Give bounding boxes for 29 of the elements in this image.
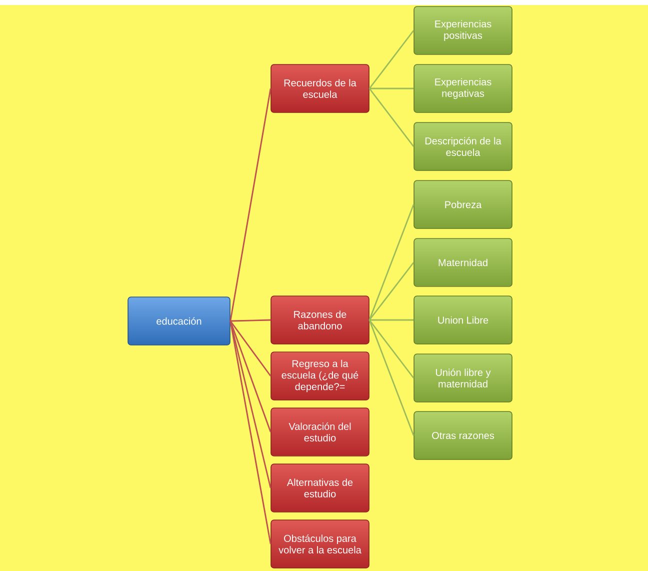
branch-box: Valoración del estudio bbox=[270, 408, 370, 456]
leaf-box: Pobreza bbox=[414, 180, 512, 229]
topic-box: educación bbox=[128, 296, 230, 346]
leaf-box: Maternidad bbox=[414, 238, 512, 287]
leaf-box: Union Libre bbox=[414, 296, 512, 344]
leaf-box: Experiencias negativas bbox=[414, 64, 512, 113]
leaf-box: Unión libre y maternidad bbox=[414, 354, 512, 402]
connector-line bbox=[230, 88, 272, 322]
leaf-box: Descripción de la escuela bbox=[414, 122, 512, 171]
connector-line bbox=[368, 320, 414, 378]
connector-line bbox=[369, 88, 414, 90]
branch-box: Recuerdos de la escuela bbox=[270, 64, 370, 113]
connector-line bbox=[368, 262, 414, 320]
branch-box: Obstáculos para volver a la escuela bbox=[270, 520, 370, 568]
branch-box: Razones de abandono bbox=[270, 296, 370, 344]
branch-box: Alternativas de estudio bbox=[270, 464, 370, 512]
branch-box: Regreso a la escuela (¿de qué depende?= bbox=[270, 352, 370, 400]
connector-line bbox=[230, 320, 272, 376]
connector-line bbox=[368, 30, 414, 89]
connector-line bbox=[369, 319, 414, 321]
connector-line bbox=[368, 204, 414, 320]
connector-line bbox=[368, 320, 414, 436]
connector-line bbox=[230, 320, 272, 432]
connector-line bbox=[368, 88, 414, 147]
connector-line bbox=[230, 320, 272, 544]
connector-line bbox=[230, 320, 272, 488]
leaf-box: Otras razones bbox=[414, 411, 512, 460]
leaf-box: Experiencias positivas bbox=[414, 6, 512, 55]
connector-line bbox=[230, 319, 271, 322]
